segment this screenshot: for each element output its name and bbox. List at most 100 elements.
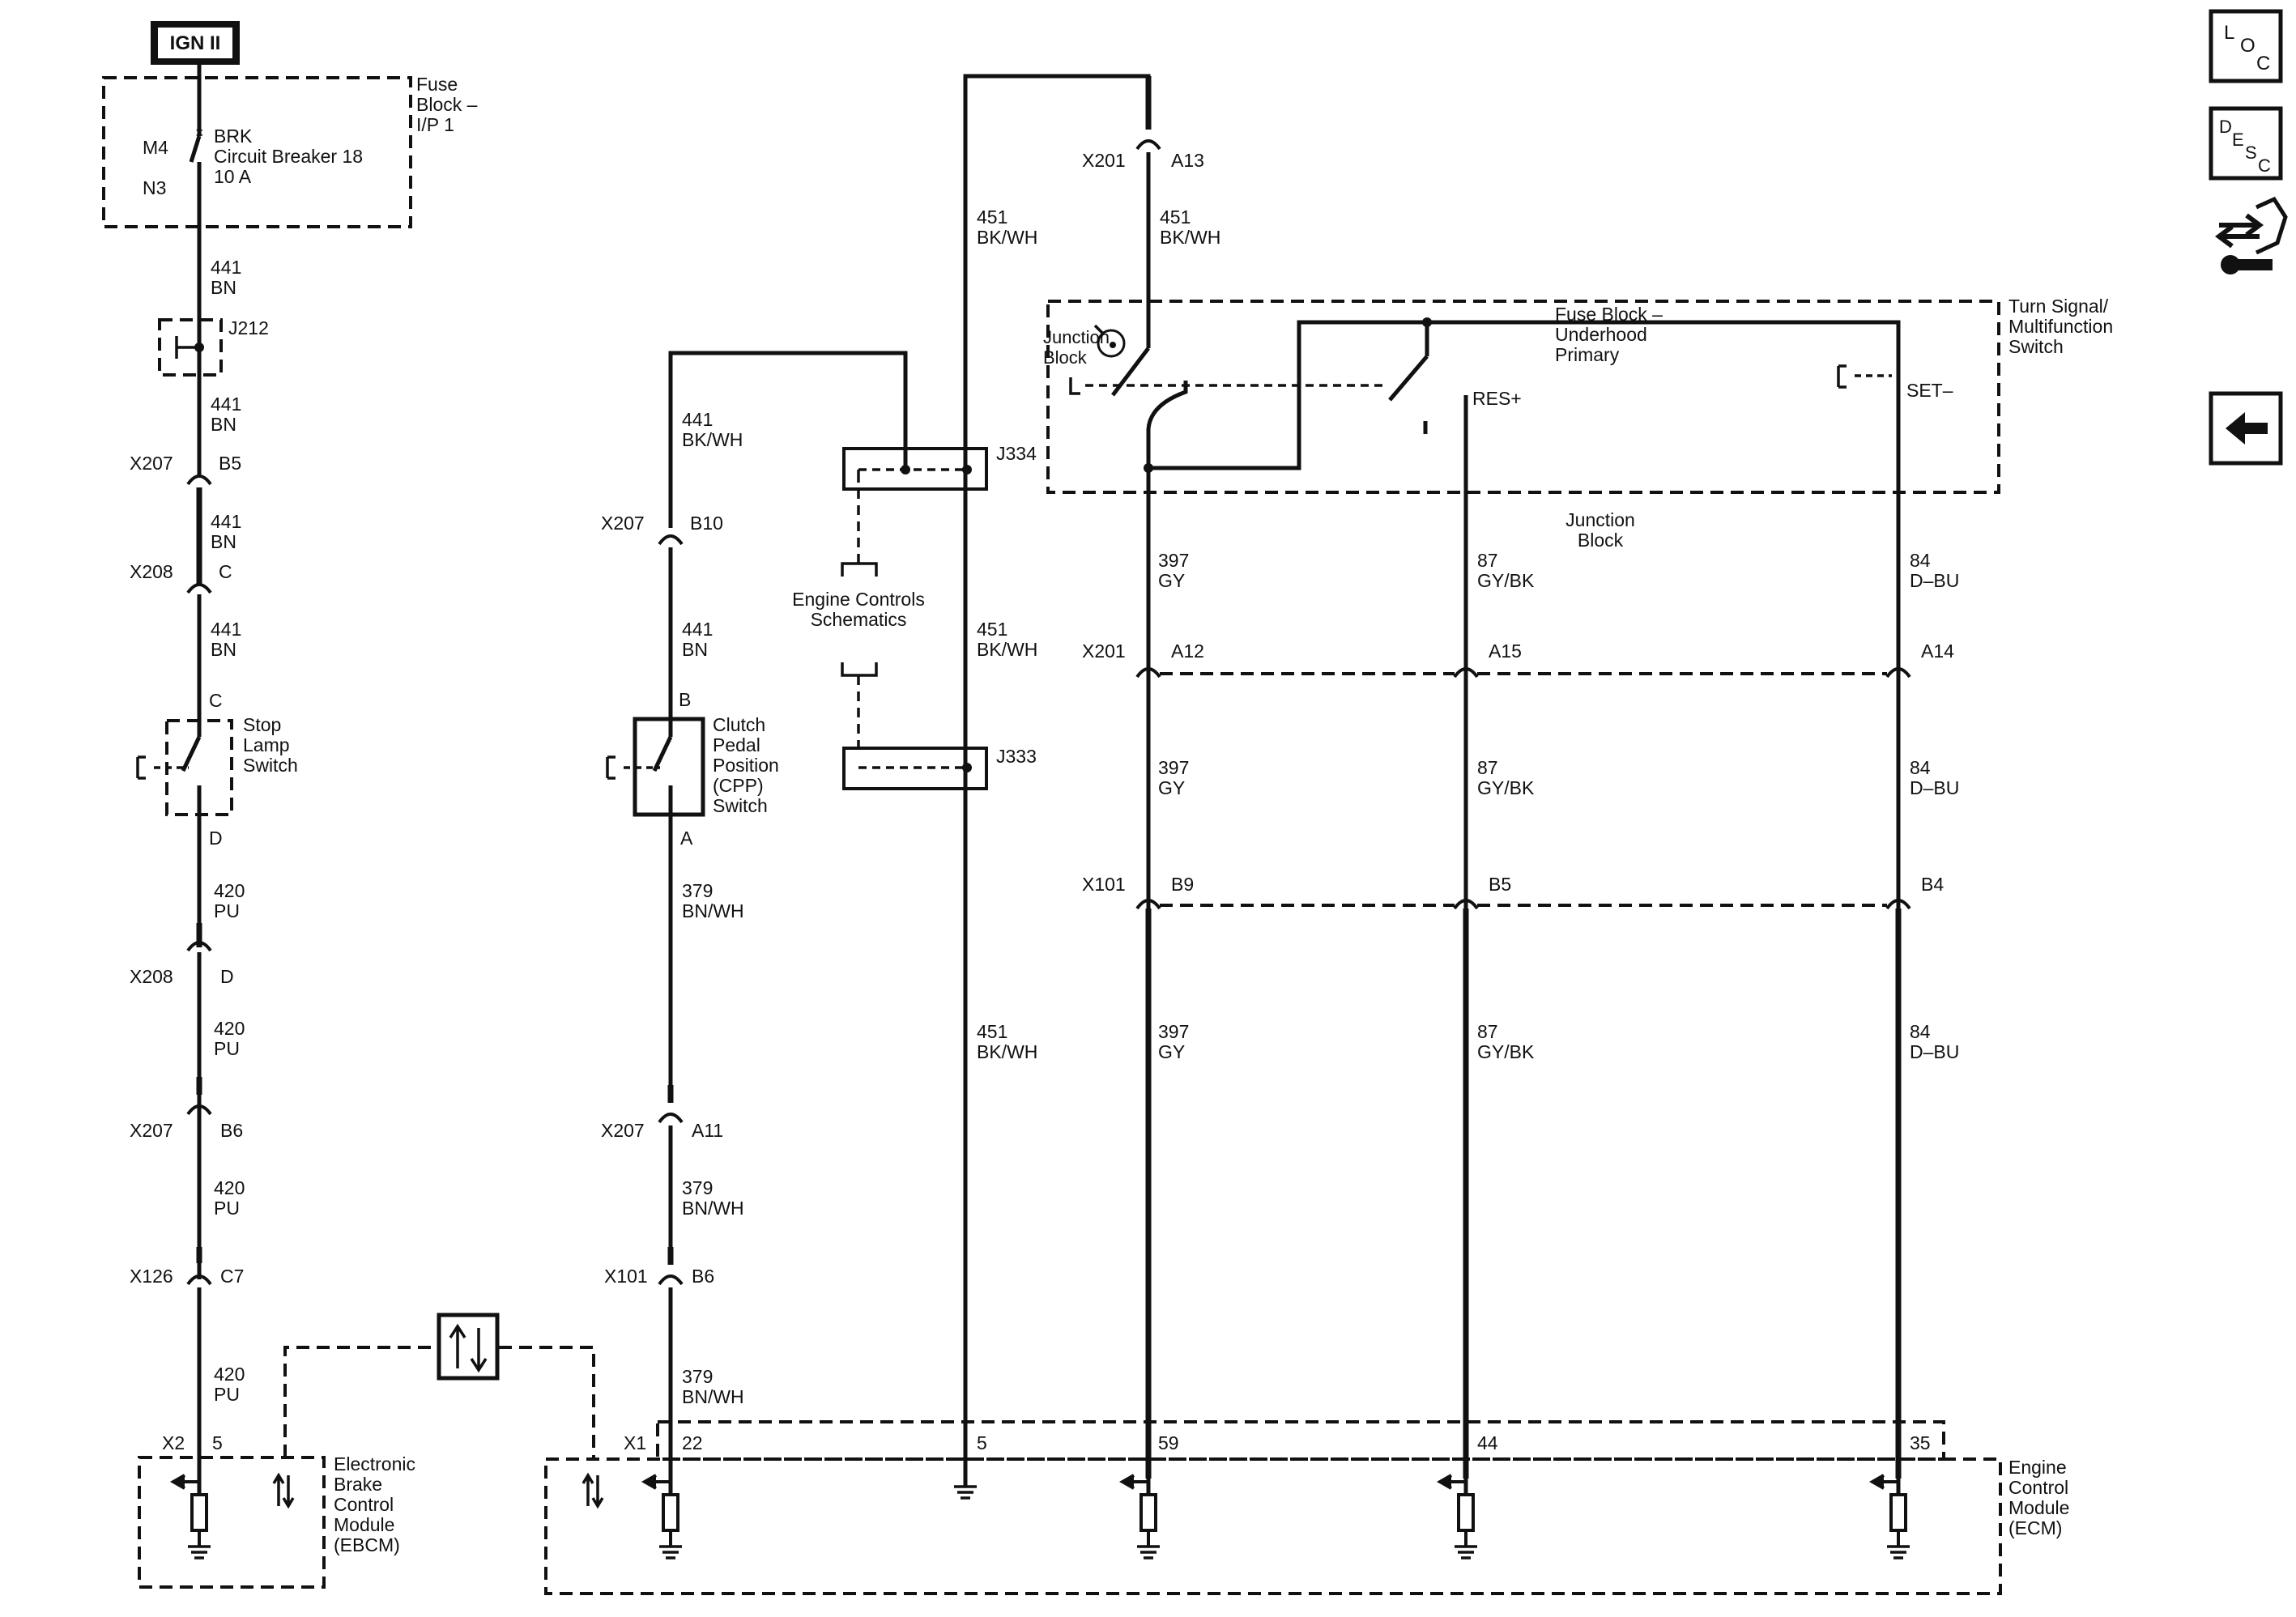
- stop-switch-pin-c: C: [209, 690, 223, 711]
- svg-text:A12: A12: [1171, 640, 1204, 662]
- serial-data-link: [272, 1313, 604, 1509]
- svg-text:B4: B4: [1921, 874, 1944, 895]
- conn-x101-b9: X101: [1082, 874, 1126, 895]
- ebcm-pin: 5: [212, 1432, 223, 1453]
- svg-text:A14: A14: [1921, 640, 1954, 662]
- loc-icon[interactable]: L O C: [2209, 9, 2283, 83]
- ebcm-conn-x2: X2: [162, 1432, 185, 1453]
- breaker-pin-m4: M4: [143, 137, 168, 158]
- conn-x208-d: X208: [130, 966, 173, 987]
- module-input-circuit: [169, 1474, 211, 1560]
- conn-x207-a11: X207: [601, 1120, 645, 1141]
- ecm-conn-x1: X1: [624, 1432, 646, 1453]
- res-label: RES+: [1472, 388, 1522, 409]
- fuse-block-ip-box: [102, 76, 412, 228]
- splice-j334-box: [842, 447, 988, 491]
- splice-j333-label: J333: [996, 746, 1037, 767]
- svg-text:B5: B5: [219, 453, 241, 474]
- svg-text:A15: A15: [1489, 640, 1522, 662]
- ecm-pin-5: 5: [977, 1432, 987, 1453]
- module-input-circuit: [1868, 1474, 1910, 1560]
- ecm-connector-x1: [656, 1420, 1945, 1461]
- module-input-circuit: [641, 1474, 682, 1560]
- connector-view-icon[interactable]: [2215, 196, 2288, 274]
- svg-text:C7: C7: [220, 1266, 244, 1287]
- svg-text:A13: A13: [1171, 150, 1204, 171]
- splice-j333-box: [842, 747, 988, 790]
- svg-text:S: S: [2245, 143, 2257, 163]
- desc-icon[interactable]: D E S C: [2209, 106, 2283, 181]
- ecm-box: [544, 1457, 2002, 1595]
- module-input-circuit: [1118, 1474, 1160, 1560]
- svg-text:A11: A11: [692, 1120, 723, 1141]
- splice-j212-box: [158, 318, 223, 377]
- svg-text:E: E: [2232, 130, 2244, 150]
- svg-text:B10: B10: [690, 513, 723, 534]
- svg-text:L: L: [2224, 22, 2234, 44]
- svg-text:D: D: [2219, 117, 2232, 137]
- conn-x207-b5: X207: [130, 453, 173, 474]
- data-link-icon: [437, 1313, 500, 1381]
- set-label: SET–: [1906, 380, 1953, 401]
- conn-x207-b6: X207: [130, 1120, 173, 1141]
- svg-text:×: ×: [195, 125, 204, 141]
- svg-text:O: O: [2240, 35, 2256, 57]
- svg-text:C: C: [2256, 53, 2270, 74]
- ebcm-box: [138, 1456, 326, 1589]
- svg-text:C: C: [2258, 155, 2271, 176]
- module-inputs: [169, 1474, 1910, 1560]
- ecm-pin-35: 35: [1910, 1432, 1931, 1453]
- conn-x201-a13: X201: [1082, 150, 1126, 171]
- svg-text:C: C: [219, 561, 232, 582]
- splice-j212-label: J212: [228, 317, 269, 338]
- ecm-pin-44: 44: [1477, 1432, 1498, 1453]
- stop-switch-pin-d: D: [209, 828, 223, 849]
- ecm-pin-22: 22: [682, 1432, 703, 1453]
- svg-text:B6: B6: [692, 1266, 714, 1287]
- splice-j334-label: J334: [996, 443, 1037, 464]
- ecm-pin-59: 59: [1158, 1432, 1179, 1453]
- conn-x126-c7: X126: [130, 1266, 173, 1287]
- cpp-pin-b: B: [679, 689, 691, 710]
- conn-x201-a12: X201: [1082, 640, 1126, 662]
- svg-text:B9: B9: [1171, 874, 1194, 895]
- back-arrow-icon[interactable]: [2209, 391, 2283, 466]
- conn-x101-b6: X101: [604, 1266, 648, 1287]
- ign-badge-label: IGN II: [170, 32, 221, 54]
- conn-x207-b10: X207: [601, 513, 645, 534]
- conn-x208-c: X208: [130, 561, 173, 582]
